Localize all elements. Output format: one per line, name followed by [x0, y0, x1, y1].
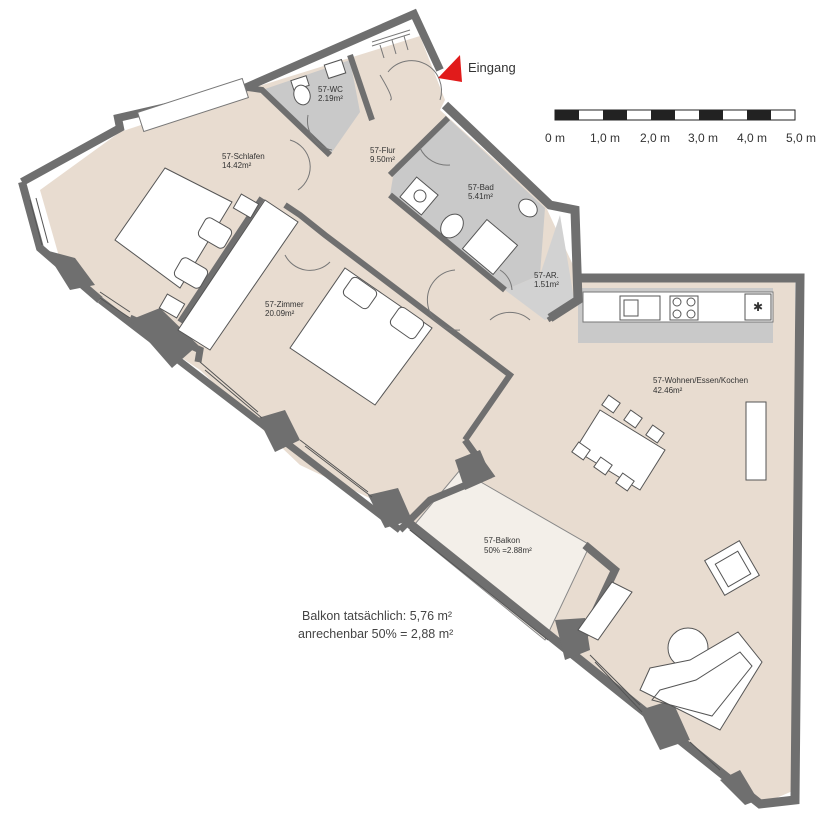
- kitchen-appliances: [619, 293, 772, 321]
- wall-pillars: [45, 250, 758, 805]
- stove-fan-icon: ✱: [753, 300, 763, 314]
- wc-floor: [262, 60, 360, 155]
- scale-label-4: 4,0 m: [737, 131, 767, 145]
- living-furniture: [639, 539, 763, 731]
- bath-fixtures: [399, 176, 538, 276]
- entrance-label: Eingang: [468, 60, 516, 75]
- toilet-icon: [290, 75, 311, 106]
- dining-table: [571, 394, 666, 492]
- room-flur-area: 9.50m²: [370, 155, 395, 164]
- room-schlafen-name: 57-Schlafen: [222, 152, 265, 161]
- balcony-bench: [577, 581, 633, 641]
- scale-label-3: 3,0 m: [688, 131, 718, 145]
- bed-schlafen: [114, 167, 260, 319]
- washbasin-icon: [323, 58, 347, 80]
- bed-zimmer: [289, 267, 433, 406]
- room-bad-name: 57-Bad: [468, 183, 494, 192]
- balcony-note-countable: anrechenbar 50% = 2,88 m²: [298, 627, 453, 641]
- room-zimmer-area: 20.09m²: [265, 309, 295, 318]
- walls: [18, 8, 805, 809]
- entrance-arrow-icon: [438, 55, 462, 82]
- ar-floor: [505, 215, 575, 320]
- windows: [29, 77, 721, 771]
- scale-label-5: 5,0 m: [786, 131, 816, 145]
- room-ar-area: 1.51m²: [534, 280, 559, 289]
- wardrobe: [177, 199, 299, 351]
- room-wc-name: 57-WC: [318, 85, 343, 94]
- room-bad-area: 5.41m²: [468, 192, 493, 201]
- room-wohnen-name: 57-Wohnen/Essen/Kochen: [653, 376, 748, 385]
- room-flur-name: 57-Flur: [370, 146, 396, 155]
- room-schlafen-area: 14.42m²: [222, 161, 252, 170]
- doors: [284, 29, 531, 331]
- balcony-note-actual: Balkon tatsächlich: 5,76 m²: [302, 609, 452, 623]
- scale-label-2: 2,0 m: [640, 131, 670, 145]
- room-balkon-area: 50% =2.88m²: [484, 546, 532, 555]
- room-balkon-name: 57-Balkon: [484, 536, 520, 545]
- room-zimmer-name: 57-Zimmer: [265, 300, 304, 309]
- room-ar-name: 57-AR.: [534, 271, 559, 280]
- balcony-floor: [409, 469, 591, 641]
- room-wohnen-area: 42.46m²: [653, 386, 683, 395]
- sideboard: [745, 401, 767, 481]
- scale-bar: [554, 109, 796, 121]
- room-wc-area: 2.19m²: [318, 94, 343, 103]
- scale-label-1: 1,0 m: [590, 131, 620, 145]
- scale-label-0: 0 m: [545, 131, 565, 145]
